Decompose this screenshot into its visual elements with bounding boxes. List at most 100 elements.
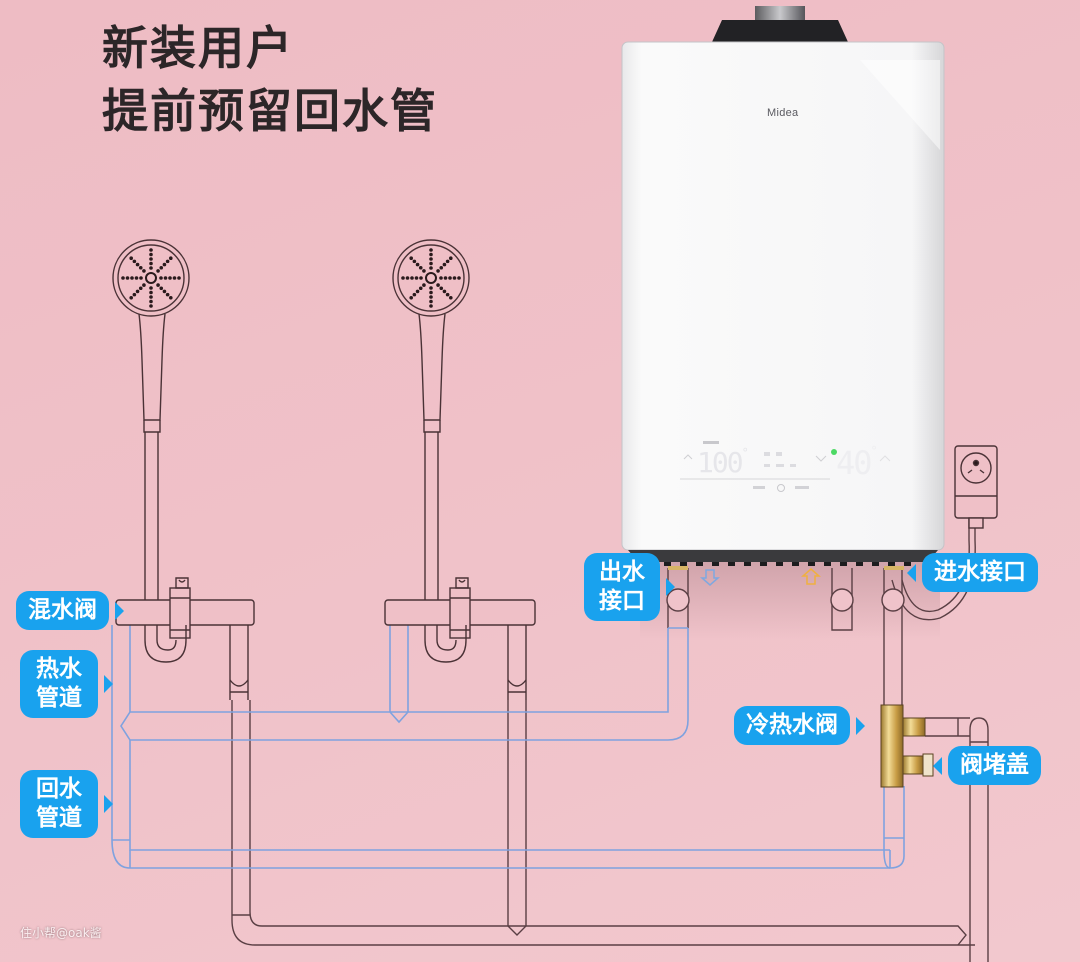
nozzle-dot [429,257,433,261]
callout-hot-pipe-line2: 管道 [36,685,82,711]
nozzle-dot [436,269,440,273]
callout-return-pipe-line2: 管道 [36,805,82,831]
cold-pipe-bottom-outer [231,700,975,946]
nozzle-dot [405,276,410,280]
callout-valve-cap-label: 阀堵盖 [960,752,1029,778]
nozzle-dot [142,283,146,287]
nozzle-dot [429,261,433,266]
nozzle-dot [156,269,160,273]
nozzle-dot [429,290,433,295]
nozzle-dot [429,266,433,270]
chevron-down-icon[interactable] [815,455,827,462]
nozzle-dot [415,262,420,267]
callout-hot-pipe-line1: 热水 [36,656,82,682]
callout-inlet-label: 进水接口 [934,559,1026,585]
nozzle-dot [429,295,433,299]
vent-slots [648,562,911,566]
nozzle-dot [412,292,417,297]
outlet-temperature: 100 [697,446,744,479]
status-dot [831,449,837,455]
nozzle-dot [142,269,146,273]
callout-inlet: 进水接口 [907,553,1038,592]
nozzle-dot [409,256,414,261]
hot-pipe-horizontal [120,628,669,741]
outlet-arrow-icon [700,569,720,586]
power-button-icon[interactable] [777,484,785,492]
callout-valve-cap: 阀堵盖 [933,746,1041,785]
nozzle-dot [168,256,173,261]
vent-strip [628,550,938,562]
mode-indicators [764,452,796,467]
nozzle-dot [149,266,153,270]
nozzle-dot [129,295,134,300]
gas-joint [830,588,854,612]
nozzle-dot [443,276,448,280]
cold-pipe-branch [925,717,970,737]
temp-up-icon[interactable] [879,455,891,462]
callout-outlet-line1: 出水 [599,559,645,585]
nozzle-dot [436,283,440,287]
nozzle-dot [159,286,164,291]
nozzle-dot [165,259,170,264]
nozzle-dot [429,252,433,257]
nozzle-dot [134,276,139,280]
display-right: 40° [836,444,878,482]
hot-pipe-network [111,625,905,869]
callout-hot-cold-valve: 冷热水阀 [734,706,865,745]
nozzle-dot [442,289,447,294]
nozzle-dot [138,286,143,291]
nozzle-dot [156,283,160,287]
nozzle-dot [149,252,153,257]
brand-logo: Midea [767,107,799,119]
nozzle-dot [172,276,177,280]
nozzle-dot [412,259,417,264]
nozzle-dot [442,262,447,267]
nozzle-dot [429,304,433,308]
temp-down-icon[interactable] [683,454,693,460]
nozzle-dot [159,276,163,280]
nozzle-dot [149,304,153,308]
nozzle-dot [439,276,443,280]
nozzle-dot [439,265,444,270]
nozzle-dot [149,295,153,299]
nozzle-dot [125,276,130,280]
nozzle-dot [149,299,153,304]
nozzle-dot [429,299,433,304]
hot-pipe-drop-2 [389,625,409,712]
nozzle-dot [177,276,181,280]
nozzle-dot [429,286,433,290]
power-socket [954,445,998,529]
water-heater [621,6,945,586]
callout-outlet-line2: 接口 [599,588,645,614]
nozzle-dot [448,295,453,300]
nozzle-dot [132,259,137,264]
nozzle-dot [162,289,167,294]
callout-mixing-valve: 混水阀 [16,591,124,630]
cold-pipe-inlet-riser [883,568,903,705]
nozzle-dot [409,295,414,300]
headline-line-2: 提前预留回水管 [102,84,438,138]
nozzle-dot [445,259,450,264]
nozzle-dot [165,292,170,297]
nozzle-dot [429,248,433,252]
callout-hot-cold-valve-label: 冷热水阀 [746,712,838,738]
shower-nozzles-left [145,272,157,284]
cold-pipe-bottom-inner [249,700,967,946]
nozzle-dot [168,295,173,300]
nozzle-dot [401,276,405,280]
headline-line-1: 新装用户 [102,21,294,75]
callout-mixing-valve-label: 混水阀 [28,597,97,623]
nozzle-dot [422,269,426,273]
inlet-arrow-icon [801,568,821,585]
nozzle-dot [448,276,452,280]
nozzle-dot [414,276,419,280]
watermark: 住小帮@oak酱 [20,926,102,940]
nozzle-dot [445,292,450,297]
nozzle-dot [121,276,125,280]
nozzle-dot [149,248,153,252]
nozzle-dot [418,265,423,270]
nozzle-dot [457,276,461,280]
nozzle-dot [135,262,140,267]
nozzle-dot [149,257,153,261]
